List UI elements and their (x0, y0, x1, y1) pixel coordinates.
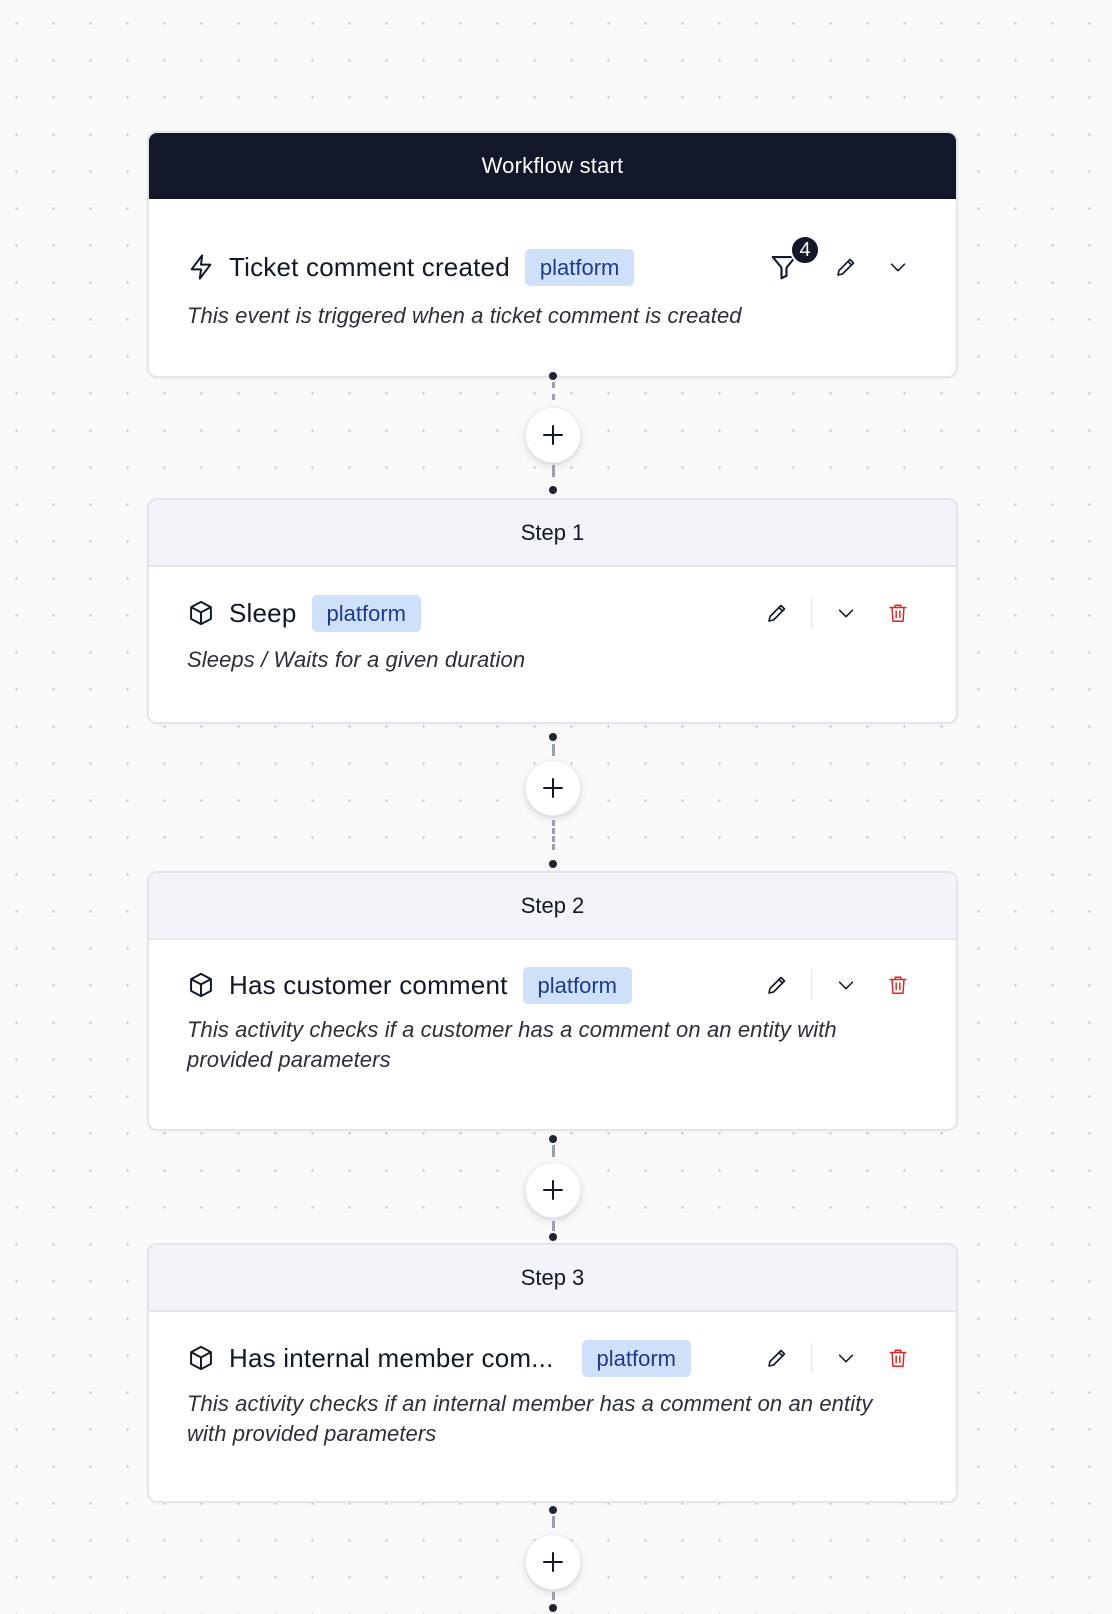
plus-icon (543, 1552, 563, 1572)
expand-button[interactable] (826, 1338, 866, 1378)
connector-dot (549, 1135, 557, 1143)
actions-divider (811, 1343, 812, 1373)
connector-dot (549, 486, 557, 494)
step-header: Step 2 (149, 873, 956, 940)
workflow-start-header: Workflow start (149, 133, 956, 199)
platform-badge: platform (311, 594, 421, 632)
add-step-button[interactable] (525, 407, 581, 463)
chevron-down-icon (838, 1354, 854, 1363)
trigger-description: This event is triggered when a ticket co… (187, 303, 742, 328)
platform-badge: platform (522, 966, 633, 1004)
pencil-icon (768, 604, 786, 622)
step-description: Sleeps / Waits for a given duration (187, 647, 526, 672)
pencil-icon (768, 976, 786, 994)
actions-divider (811, 970, 812, 1000)
chevron-down-icon (838, 981, 854, 990)
step-actions (757, 1338, 918, 1378)
trash-icon (889, 976, 907, 994)
lightning-icon (187, 253, 215, 281)
connector-dot (549, 860, 557, 868)
expand-button[interactable] (826, 593, 866, 633)
connector-line (552, 1592, 555, 1600)
step-card: Step 3 Has internal member com... platfo… (147, 1243, 958, 1503)
filter-count-badge: 4 (790, 235, 820, 265)
chevron-down-icon (890, 263, 906, 272)
platform-badge: platform (581, 1339, 692, 1377)
pencil-icon (837, 258, 855, 276)
add-step-button[interactable] (525, 1162, 581, 1218)
step-description: This activity checks if an internal memb… (187, 1391, 873, 1446)
trigger-title: Ticket comment created (229, 251, 510, 282)
step-title: Sleep (229, 597, 297, 628)
connector-line (552, 820, 555, 850)
step-actions (757, 965, 918, 1005)
connector-line (552, 382, 555, 400)
step-actions (757, 593, 918, 633)
add-step-button[interactable] (525, 1534, 581, 1590)
connector-line (552, 1221, 555, 1231)
delete-button[interactable] (878, 593, 918, 633)
edit-button[interactable] (757, 1338, 797, 1378)
actions-divider (811, 598, 812, 628)
platform-badge: platform (524, 248, 635, 286)
plus-icon (543, 1180, 563, 1200)
plus-icon (543, 425, 563, 445)
cube-icon (187, 971, 215, 999)
trash-icon (889, 604, 907, 622)
add-step-button[interactable] (525, 760, 581, 816)
connector-line (552, 1516, 555, 1528)
trigger-actions: 4 (764, 235, 918, 287)
edit-button[interactable] (757, 593, 797, 633)
connector-dot (549, 1233, 557, 1241)
trigger-row: Ticket comment created platform 4 (187, 235, 918, 287)
step-title: Has internal member com... (229, 1342, 554, 1373)
connector-dot (549, 372, 557, 380)
chevron-down-icon (838, 609, 854, 618)
step-card: Step 1 Sleep platform Sleeps / Wai (147, 498, 958, 724)
plus-icon (543, 778, 563, 798)
step-title: Has customer comment (229, 969, 508, 1000)
step-row: Has customer comment platform (187, 965, 918, 1005)
filter-button[interactable]: 4 (764, 235, 820, 287)
connector-line (552, 1145, 555, 1157)
step-header: Step 1 (149, 500, 956, 567)
connector-dot (549, 733, 557, 741)
cube-icon (187, 1344, 215, 1372)
connector-line (552, 744, 555, 756)
edit-button[interactable] (757, 965, 797, 1005)
step-description: This activity checks if a customer has a… (187, 1017, 837, 1072)
step-header: Step 3 (149, 1245, 956, 1312)
connector-dot (549, 1604, 557, 1612)
connector-line (552, 465, 555, 477)
step-row: Sleep platform (187, 593, 918, 633)
step-row: Has internal member com... platform (187, 1338, 918, 1378)
edit-button[interactable] (826, 247, 866, 287)
delete-button[interactable] (878, 965, 918, 1005)
step-card: Step 2 Has customer comment platform (147, 871, 958, 1131)
delete-button[interactable] (878, 1338, 918, 1378)
workflow-start-card: Workflow start Ticket comment created pl… (147, 131, 958, 378)
cube-icon (187, 599, 215, 627)
trash-icon (889, 1349, 907, 1367)
pencil-icon (768, 1349, 786, 1367)
expand-button[interactable] (878, 247, 918, 287)
expand-button[interactable] (826, 965, 866, 1005)
connector-dot (549, 1506, 557, 1514)
